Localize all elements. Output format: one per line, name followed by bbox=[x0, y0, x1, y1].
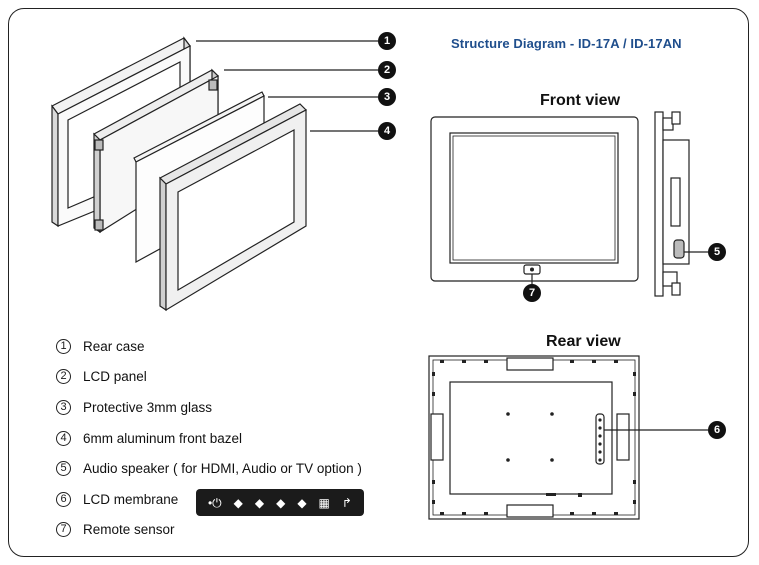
left-right-icon: ◆ bbox=[233, 495, 243, 510]
legend-item: 5 Audio speaker ( for HDMI, Audio or TV … bbox=[56, 458, 362, 478]
callout-5: 5 bbox=[708, 243, 726, 261]
legend-number: 4 bbox=[56, 430, 71, 446]
front-bezel-part bbox=[159, 103, 307, 312]
menu-icon: ▦ bbox=[318, 495, 330, 510]
legend-label: Protective 3mm glass bbox=[83, 399, 213, 415]
rear-view-monitor bbox=[428, 355, 708, 520]
legend-label: LCD panel bbox=[83, 368, 147, 384]
legend-number: 3 bbox=[56, 399, 71, 415]
legend-number: 1 bbox=[56, 338, 71, 354]
legend-item: 3 Protective 3mm glass bbox=[56, 397, 212, 417]
power-icon: •⏻ bbox=[207, 495, 222, 510]
legend-label: Remote sensor bbox=[83, 521, 175, 537]
lcd-membrane-keypad: •⏻ ◆ ◆ ◆ ◆ ▦ ↱ bbox=[196, 489, 364, 516]
legend-item: 1 Rear case bbox=[56, 336, 145, 356]
legend-number: 5 bbox=[56, 460, 71, 476]
callout-3: 3 bbox=[378, 88, 396, 106]
callout-1: 1 bbox=[378, 32, 396, 50]
legend-number: 6 bbox=[56, 491, 71, 507]
legend-item: 7 Remote sensor bbox=[56, 519, 175, 539]
front-view-title: Front view bbox=[540, 92, 621, 109]
callout-6: 6 bbox=[708, 421, 726, 439]
page-frame bbox=[8, 8, 749, 557]
callout-7: 7 bbox=[523, 284, 541, 302]
legend-item: 2 LCD panel bbox=[56, 366, 147, 386]
diagram-title: Structure Diagram - ID-17A / ID-17AN bbox=[451, 36, 682, 51]
rear-view-details bbox=[432, 360, 636, 515]
legend-number: 2 bbox=[56, 368, 71, 384]
side-view-monitor bbox=[654, 111, 708, 297]
return-icon: ↱ bbox=[341, 495, 352, 510]
speaker-icon bbox=[673, 239, 685, 259]
callout-2: 2 bbox=[378, 61, 396, 79]
legend-item: 6 LCD membrane bbox=[56, 489, 178, 509]
legend-label: Audio speaker ( for HDMI, Audio or TV op… bbox=[83, 460, 362, 476]
up-down-icon: ◆ bbox=[297, 495, 307, 510]
legend-number: 7 bbox=[56, 521, 71, 537]
legend-label: LCD membrane bbox=[83, 491, 179, 507]
callout-4: 4 bbox=[378, 122, 396, 140]
front-view-monitor bbox=[430, 116, 639, 284]
legend-label: 6mm aluminum front bazel bbox=[83, 430, 243, 446]
up-down-icon: ◆ bbox=[276, 495, 286, 510]
legend-label: Rear case bbox=[83, 338, 145, 354]
rear-view-title: Rear view bbox=[546, 333, 621, 350]
left-right-icon: ◆ bbox=[254, 495, 265, 510]
legend-item: 4 6mm aluminum front bazel bbox=[56, 428, 242, 448]
